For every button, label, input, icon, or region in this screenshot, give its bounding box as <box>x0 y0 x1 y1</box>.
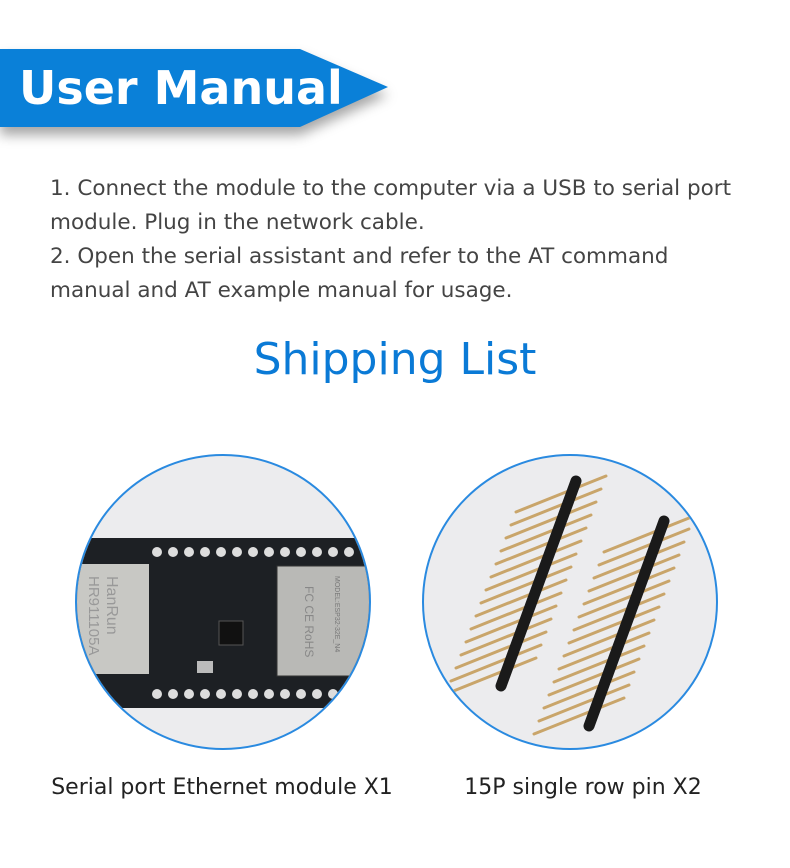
step-2: 2. Open the serial assistant and refer t… <box>50 244 669 303</box>
shipping-list-title: Shipping List <box>253 334 537 385</box>
user-manual-banner: User Manual <box>0 49 390 127</box>
svg-text:FC CE RoHS: FC CE RoHS <box>302 586 316 657</box>
ethernet-module-image: HanRun HR911105A MODEL:ESP32-32E_N4 FC C… <box>75 454 371 750</box>
svg-text:MODEL:ESP32-32E_N4: MODEL:ESP32-32E_N4 <box>333 576 340 652</box>
caption-ethernet-module: Serial port Ethernet module X1 <box>51 775 393 800</box>
caption-pin-header: 15P single row pin X2 <box>464 775 702 800</box>
svg-text:HR911105A: HR911105A <box>85 576 102 656</box>
step-1: 1. Connect the module to the computer vi… <box>50 176 732 235</box>
instructions: 1. Connect the module to the computer vi… <box>50 172 750 308</box>
banner-title: User Manual <box>19 61 343 115</box>
svg-text:HanRun: HanRun <box>103 576 120 635</box>
pin-header-image <box>422 454 718 750</box>
